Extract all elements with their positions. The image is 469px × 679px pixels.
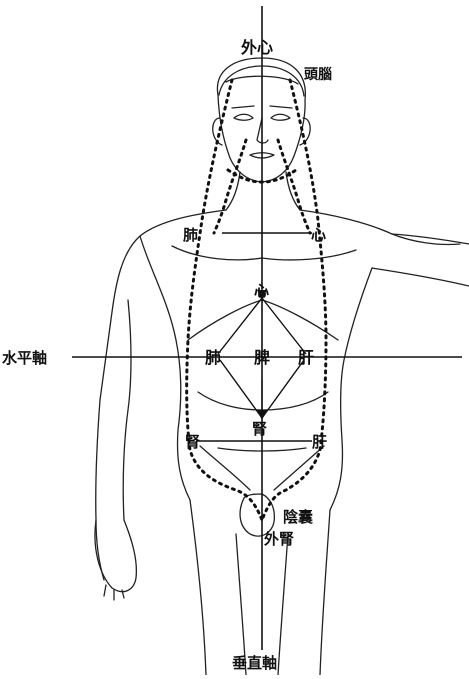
torso-left-side [330,268,372,510]
arm-right-inner [123,300,131,520]
dotted-paths [187,80,326,520]
label-vertical-axis: 垂直軸 [232,654,277,672]
arrow-down-to-kidney [257,410,267,420]
shoulder-right [100,210,226,400]
label-spleen: 脾 [254,348,270,367]
dotted-outer-right [187,80,262,520]
hand-right [95,520,136,592]
dotted-inner-left [278,140,310,233]
label-lung-mid: 肺 [205,348,221,367]
eye-right [234,114,253,120]
label-horizontal-axis: 水平軸 [2,349,47,367]
dotted-outer-left [262,80,326,520]
leg-right-outer [190,500,206,675]
human-figure [95,58,469,675]
labels: 外心 頭腦 肺 心 心 水平軸 肺 脾 肝 腎 腎 肝 陰囊 外腎 垂直軸 [2,38,332,672]
label-heart-center: 心 [254,282,269,300]
eye-left [271,114,290,120]
label-outer-heart: 外心 [240,38,273,57]
fingers-right [104,585,124,600]
leg-left-outer [320,510,330,675]
label-heart-upper: 心 [311,226,326,244]
label-scrotum: 陰囊 [283,508,314,526]
leg-left-inner [278,534,288,675]
label-liver-mid: 肝 [298,348,314,367]
label-brain: 頭腦 [304,66,332,83]
label-lung-right: 肺 [183,226,198,244]
abdomen [198,392,328,410]
torso-right-side [140,236,190,500]
label-kidney-center: 腎 [252,420,267,438]
pectoral-line [172,246,356,260]
label-liver-lower: 肝 [312,433,327,451]
ribcage-arc [188,300,338,340]
neck [226,172,300,210]
dotted-inner-right [214,140,246,233]
label-outer-kidney: 外腎 [263,530,294,548]
label-kidney-left: 腎 [185,433,200,451]
